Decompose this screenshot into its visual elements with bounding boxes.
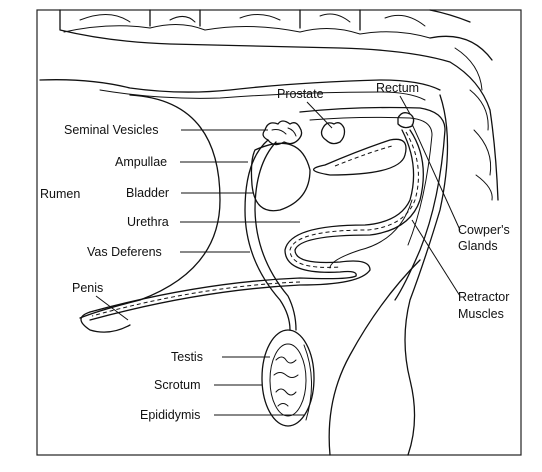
seminal-vesicles-shape xyxy=(262,120,303,146)
label-cowpers-line1: Cowper's xyxy=(458,223,510,237)
retractor-muscle-line xyxy=(329,199,413,269)
spine xyxy=(59,9,499,201)
label-urethra: Urethra xyxy=(127,215,169,229)
label-prostate: Prostate xyxy=(277,87,324,101)
label-bladder: Bladder xyxy=(126,186,169,200)
prostate-shape xyxy=(320,122,346,145)
label-vas-deferens: Vas Deferens xyxy=(87,245,162,259)
label-rectum: Rectum xyxy=(376,81,419,95)
body-outline xyxy=(39,79,449,456)
label-penis: Penis xyxy=(72,281,103,295)
label-scrotum: Scrotum xyxy=(154,378,201,392)
label-cowpers-line2: Glands xyxy=(458,239,498,253)
label-epididymis: Epididymis xyxy=(140,408,200,422)
leader-lines xyxy=(95,95,461,416)
rectum-shape xyxy=(299,106,446,301)
testis-scrotum-shape xyxy=(261,329,315,427)
urethra-path xyxy=(89,129,424,321)
cowpers-glands-shape xyxy=(397,112,415,129)
rectum-inner xyxy=(309,116,433,246)
diagram-frame xyxy=(36,9,522,456)
bladder-shape xyxy=(250,142,311,212)
label-seminal-vesicles: Seminal Vesicles xyxy=(64,123,159,137)
penis-tip xyxy=(80,311,131,333)
label-testis: Testis xyxy=(171,350,203,364)
label-rumen: Rumen xyxy=(40,187,80,201)
label-retractor-line1: Retractor xyxy=(458,290,509,304)
vas-deferens-path xyxy=(244,139,297,331)
label-retractor-line2: Muscles xyxy=(458,307,504,321)
label-ampullae: Ampullae xyxy=(115,155,167,169)
